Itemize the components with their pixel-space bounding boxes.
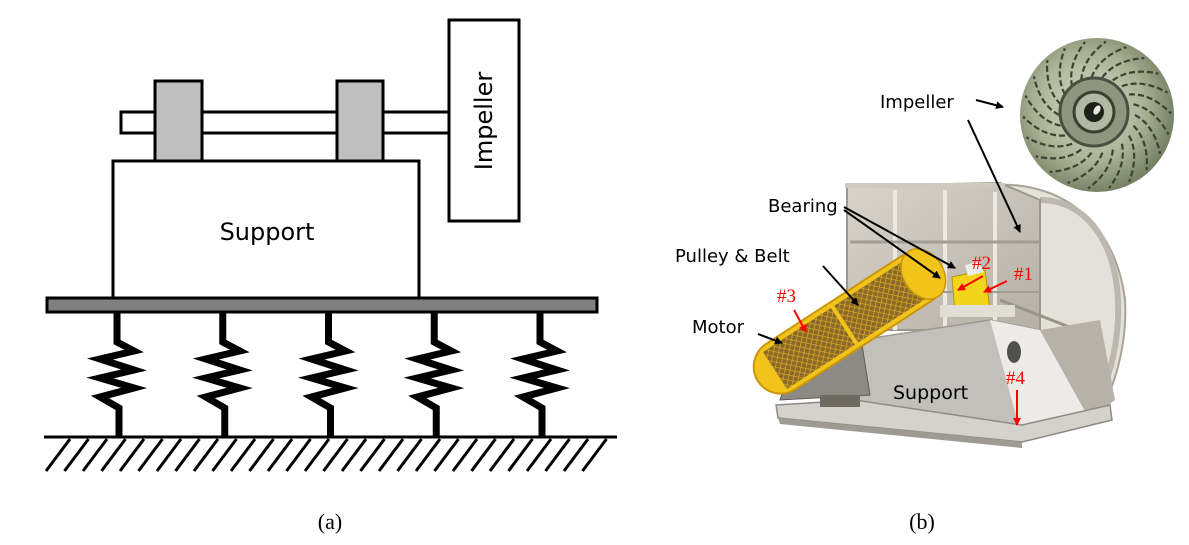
base-platform bbox=[45, 296, 599, 314]
impeller-blade bbox=[1049, 151, 1093, 174]
hatch-line bbox=[211, 438, 238, 472]
impeller-blade bbox=[1032, 76, 1060, 116]
bearing-left bbox=[153, 79, 204, 163]
impeller-blade bbox=[1121, 82, 1169, 94]
hatch-line bbox=[118, 438, 146, 472]
hatch-line bbox=[137, 438, 164, 472]
impeller-blade bbox=[1022, 115, 1066, 137]
hatch-line bbox=[396, 438, 423, 472]
pulley-belt-arrow bbox=[822, 265, 859, 306]
hatch-line bbox=[44, 438, 72, 472]
hatch-line bbox=[229, 438, 257, 472]
hatch-line bbox=[174, 438, 201, 472]
impeller-blade bbox=[1025, 136, 1073, 148]
hatch-line bbox=[488, 438, 516, 472]
marker-2-arrow bbox=[957, 275, 984, 291]
fan-photo-illustration bbox=[752, 38, 1174, 448]
impeller-blade bbox=[1070, 41, 1086, 87]
marker-2-label: #2 bbox=[972, 253, 991, 274]
hatch-line bbox=[562, 438, 590, 472]
pulley-belt-guard bbox=[752, 248, 947, 395]
hatch-line bbox=[377, 438, 405, 472]
hatch-line bbox=[340, 438, 368, 472]
impeller-blade bbox=[1127, 135, 1136, 183]
caption-a: (a) bbox=[318, 509, 342, 534]
impeller-photo bbox=[1020, 38, 1174, 192]
impeller-blade bbox=[1132, 124, 1149, 170]
spring-2 bbox=[192, 312, 253, 437]
marker-4-label: #4 bbox=[1006, 368, 1026, 389]
hatch-line bbox=[63, 438, 90, 472]
impeller-blade bbox=[1087, 149, 1114, 190]
impeller-arrow-to-photo bbox=[975, 99, 1004, 110]
hatch-line bbox=[192, 438, 220, 472]
impeller-blade bbox=[1128, 93, 1172, 115]
bearing-arrow-2 bbox=[843, 209, 941, 279]
impeller-blade bbox=[1035, 148, 1082, 160]
hatch-line bbox=[544, 438, 571, 472]
spring-1 bbox=[86, 312, 148, 437]
bearing-arrow-1 bbox=[843, 206, 956, 269]
marker-3-label: #3 bbox=[777, 286, 796, 307]
hatch-line bbox=[322, 438, 349, 472]
hatch-line bbox=[100, 438, 127, 472]
impeller-label: Impeller bbox=[470, 72, 498, 171]
marker-1-label: #1 bbox=[1014, 264, 1033, 285]
hatch-line bbox=[155, 438, 183, 472]
impeller-blade bbox=[1101, 56, 1145, 79]
impeller-blade bbox=[1045, 60, 1062, 106]
ground-hatching bbox=[44, 438, 608, 472]
impeller-blade bbox=[1058, 47, 1067, 95]
impeller-blade bbox=[1067, 152, 1104, 184]
spring-3 bbox=[297, 312, 359, 437]
support-photo-label: Support bbox=[893, 382, 968, 404]
hatch-line bbox=[507, 438, 534, 472]
marker-3-arrow bbox=[793, 309, 807, 333]
support-pedestal bbox=[854, 319, 1115, 431]
bearing-right bbox=[335, 79, 385, 163]
impeller-photo-label: Impeller bbox=[880, 92, 954, 113]
impeller-blade bbox=[1133, 103, 1170, 135]
impeller-blade bbox=[1112, 70, 1159, 82]
pulley-belt-label: Pulley & Belt bbox=[675, 246, 790, 267]
impeller-blade bbox=[1108, 143, 1124, 189]
support-label: Support bbox=[220, 218, 315, 246]
hatch-line bbox=[451, 438, 479, 472]
motor-arrow bbox=[757, 333, 783, 345]
hatch-line bbox=[525, 438, 553, 472]
spring-5 bbox=[509, 312, 571, 437]
impeller-blade bbox=[1024, 95, 1061, 127]
impeller-arrow-to-housing bbox=[967, 119, 1021, 233]
hatch-line bbox=[248, 438, 275, 472]
hatch-line bbox=[303, 438, 331, 472]
bearing-housing bbox=[940, 262, 1015, 317]
hatch-line bbox=[581, 438, 608, 472]
hatch-line bbox=[414, 438, 442, 472]
hatch-line bbox=[285, 438, 312, 472]
caption-b: (b) bbox=[909, 509, 935, 534]
spring-4 bbox=[403, 312, 465, 437]
photo-annotations: Impeller Bearing Pulley & Belt Motor Sup… bbox=[675, 92, 1033, 426]
motor-label: Motor bbox=[692, 317, 745, 338]
base-frame bbox=[775, 399, 1113, 448]
spring-group bbox=[86, 312, 571, 437]
hatch-line bbox=[266, 438, 294, 472]
hatch-line bbox=[81, 438, 109, 472]
impeller-block bbox=[447, 18, 521, 223]
hatch-line bbox=[470, 438, 497, 472]
impeller-blade bbox=[1134, 114, 1162, 154]
impeller-blade bbox=[1080, 40, 1107, 81]
support-block bbox=[111, 159, 421, 300]
hatch-line bbox=[433, 438, 460, 472]
marker-1-arrow bbox=[983, 280, 1008, 293]
schematic-diagram: Support Impeller bbox=[44, 18, 617, 472]
bearing-label: Bearing bbox=[768, 196, 838, 217]
hatch-line bbox=[359, 438, 386, 472]
impeller-blade bbox=[1090, 46, 1127, 78]
